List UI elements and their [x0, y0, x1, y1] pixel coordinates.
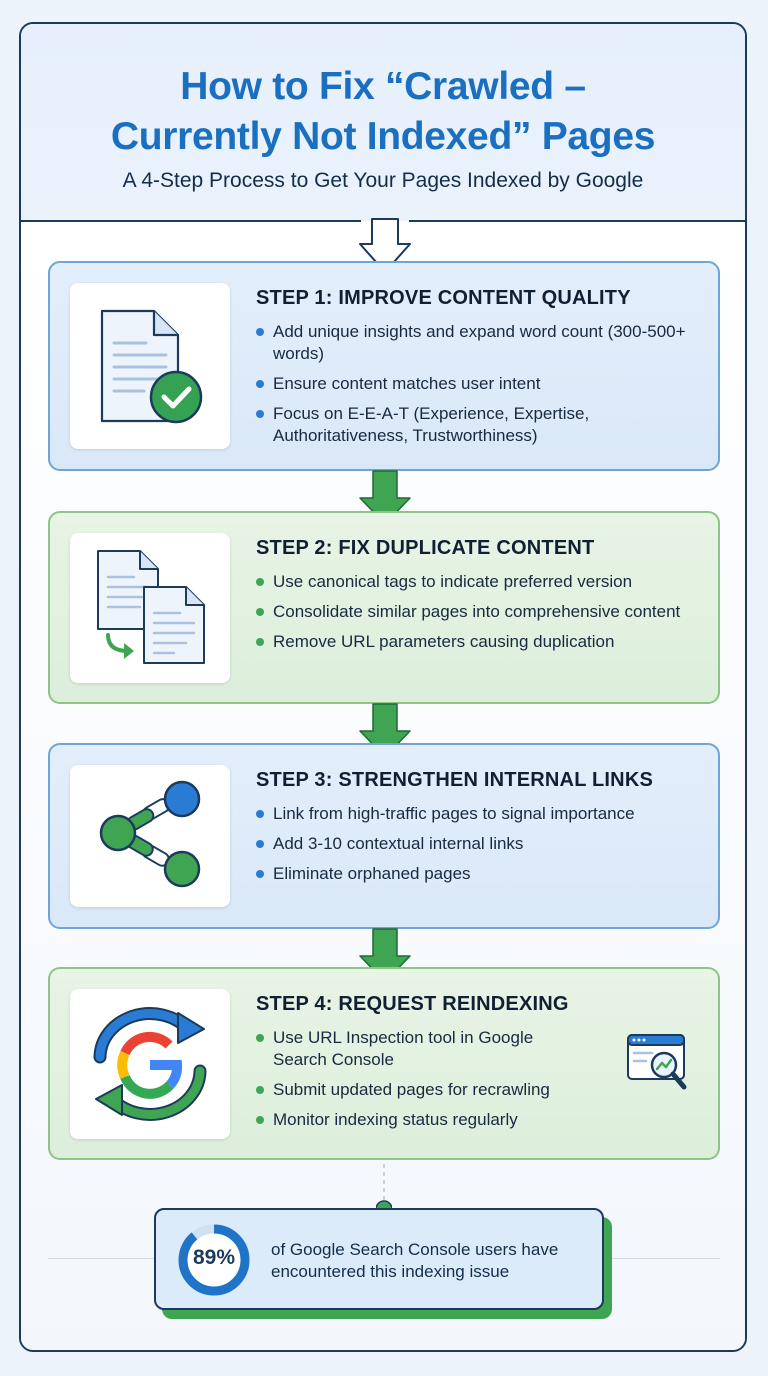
stat-divider-right — [612, 1258, 720, 1259]
google-refresh-icon — [93, 1007, 207, 1121]
stat-card: 89% of Google Search Console users have … — [154, 1208, 604, 1310]
bullet-dot — [256, 840, 264, 848]
bullet-dot — [256, 1034, 264, 1042]
step-1-bullets: Add unique insights and expand word coun… — [256, 321, 706, 455]
bullet-dot — [256, 638, 264, 646]
bullet-dot — [256, 380, 264, 388]
bullet-dot — [256, 1086, 264, 1094]
bullet-dot — [256, 608, 264, 616]
stat-text: of Google Search Console users have enco… — [271, 1240, 559, 1281]
step-4-bullets: Use URL Inspection tool in Google Search… — [256, 1027, 576, 1139]
stat-progress-fill — [178, 1224, 250, 1296]
step-3-card: STEP 3: STRENGTHEN INTERNAL LINKS Link f… — [48, 743, 720, 929]
bullet-dot — [256, 328, 264, 336]
stat-divider-left — [48, 1258, 154, 1259]
step-1-card: STEP 1: IMPROVE CONTENT QUALITY Add uniq… — [48, 261, 720, 471]
down-arrow-icon — [359, 218, 411, 273]
bullet-dot — [256, 1116, 264, 1124]
list-item: Add 3-10 contextual internal links — [256, 833, 706, 855]
bullet-dot — [256, 578, 264, 586]
page-subtitle: A 4-Step Process to Get Your Pages Index… — [122, 169, 644, 192]
list-item: Focus on E-E-A-T (Experience, Expertise,… — [256, 403, 706, 447]
step-2-title: STEP 2: FIX DUPLICATE CONTENT — [256, 537, 595, 559]
search-console-analytics-icon — [627, 1034, 687, 1090]
document-check-icon — [100, 309, 203, 424]
title-line-2: Currently Not Indexed” Pages — [110, 115, 656, 158]
bullet-dot — [256, 870, 264, 878]
header-band — [21, 24, 745, 221]
step-2-card: STEP 2: FIX DUPLICATE CONTENT Use canoni… — [48, 511, 720, 704]
chain-link-network-icon — [99, 780, 201, 888]
step-3-icon-card — [70, 765, 230, 907]
list-item: Monitor indexing status regularly — [256, 1109, 576, 1131]
header-divider-left — [21, 220, 361, 222]
step-4-title: STEP 4: REQUEST REINDEXING — [256, 993, 569, 1015]
bullet-dot — [256, 810, 264, 818]
header-divider-right — [409, 220, 745, 222]
duplicate-documents-icon — [97, 550, 205, 664]
page-title: How to Fix “Crawled – Currently Not Inde… — [21, 62, 745, 162]
list-item: Submit updated pages for recrawling — [256, 1079, 576, 1101]
step-4-icon-card — [70, 989, 230, 1139]
list-item: Use URL Inspection tool in Google Search… — [256, 1027, 576, 1071]
list-item: Link from high-traffic pages to signal i… — [256, 803, 706, 825]
step-2-icon-card — [70, 533, 230, 683]
list-item: Eliminate orphaned pages — [256, 863, 706, 885]
list-item: Remove URL parameters causing duplicatio… — [256, 631, 706, 653]
bullet-dot — [256, 410, 264, 418]
list-item: Consolidate similar pages into comprehen… — [256, 601, 706, 623]
step-3-title: STEP 3: STRENGTHEN INTERNAL LINKS — [256, 769, 654, 791]
title-line-1: How to Fix “Crawled – — [180, 65, 586, 108]
list-item: Use canonical tags to indicate preferred… — [256, 571, 706, 593]
step-1-title: STEP 1: IMPROVE CONTENT QUALITY — [256, 287, 631, 309]
step-4-card: STEP 4: REQUEST REINDEXING Use URL Inspe… — [48, 967, 720, 1160]
step-2-bullets: Use canonical tags to indicate preferred… — [256, 571, 706, 661]
stat-progress-ring — [178, 1224, 250, 1296]
stat-value: 89% — [192, 1246, 236, 1269]
list-item: Add unique insights and expand word coun… — [256, 321, 706, 365]
step-3-bullets: Link from high-traffic pages to signal i… — [256, 803, 706, 893]
step-1-icon-card — [70, 283, 230, 449]
list-item: Ensure content matches user intent — [256, 373, 706, 395]
